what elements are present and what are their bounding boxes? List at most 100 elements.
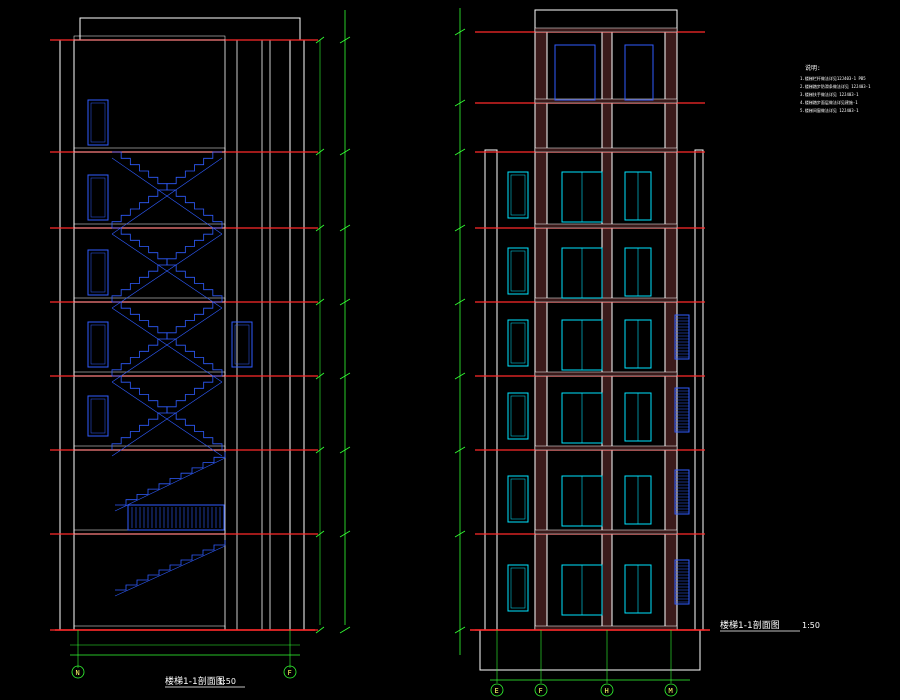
window — [231, 321, 253, 368]
roof-parapet — [79, 17, 301, 41]
floor-slab — [73, 297, 226, 303]
stair-stringer — [111, 381, 223, 457]
floor-slab — [534, 529, 678, 535]
right-window-openings — [507, 44, 654, 616]
stair-flight — [111, 227, 222, 302]
floor-slab — [534, 98, 678, 104]
window-inner — [90, 252, 106, 293]
grid-bubble — [534, 683, 548, 697]
left-dim-ticks — [315, 36, 351, 634]
window-inner — [510, 567, 526, 609]
grid-bubble-f — [283, 665, 297, 679]
rail-strip — [674, 469, 690, 515]
stair-stringer — [111, 233, 223, 309]
rail-strip — [674, 387, 690, 433]
window-inner — [90, 177, 106, 218]
dim-tick — [315, 148, 325, 156]
railing-hatch — [131, 507, 221, 528]
dim-tick — [315, 36, 325, 44]
dim-tick — [315, 224, 325, 232]
window-inner — [90, 102, 106, 143]
left-stair-section: N F 楼梯1-1剖面图 1:50 — [50, 10, 351, 688]
grid-label: M — [669, 687, 673, 695]
dim-tick — [315, 530, 325, 538]
left-window-openings — [87, 99, 253, 437]
floor-slab — [73, 147, 226, 153]
dim-tick — [315, 372, 325, 380]
right-railing-strips — [674, 314, 690, 605]
note-line-5: 5.楼梯间窗做法详见 12J403-1 — [800, 107, 859, 113]
dim-tick — [315, 626, 325, 634]
roof-door — [624, 44, 654, 101]
grid-label: H — [605, 687, 609, 695]
right-section-title: 楼梯1-1剖面图 — [720, 619, 780, 631]
window — [87, 174, 109, 221]
window-inner — [90, 398, 106, 434]
dim-tick — [454, 372, 466, 380]
dim-tick — [339, 224, 351, 232]
dim-tick — [454, 626, 466, 634]
left-wall — [59, 39, 75, 631]
window — [507, 392, 529, 440]
window-inner — [510, 250, 526, 292]
window — [507, 171, 529, 219]
grid-bubble — [600, 683, 614, 697]
note-line-4: 4.楼梯踏步面层做法详见建施-1 — [800, 99, 858, 105]
rail-strip — [674, 559, 690, 605]
stair-stringer — [111, 307, 223, 383]
right-section-scale: 1:50 — [802, 621, 820, 630]
stair-flight — [111, 301, 222, 376]
note-line-2: 2.楼梯踏步防滑条做法详见 12J403-1 — [800, 83, 871, 89]
dim-tick — [454, 28, 466, 36]
floor-slab — [73, 371, 226, 377]
window — [87, 321, 109, 368]
roof-door — [554, 44, 596, 101]
grid-bubble — [664, 683, 678, 697]
window — [507, 475, 529, 523]
stair-flight — [111, 375, 222, 450]
notes-heading: 说明: — [805, 64, 821, 72]
left-section-title: 楼梯1-1剖面图 — [165, 675, 225, 687]
stair-stringer — [114, 545, 226, 597]
stair-stringer — [114, 457, 226, 512]
stair-flight — [115, 452, 226, 506]
right-wall-h — [601, 31, 613, 631]
right-wall — [289, 39, 305, 631]
dim-tick — [454, 99, 466, 107]
window — [507, 319, 529, 367]
dim-tick — [454, 224, 466, 232]
stair-stringer — [111, 157, 223, 235]
left-stair-flights — [111, 151, 226, 597]
stair-flight — [111, 151, 222, 228]
dim-tick — [454, 298, 466, 306]
window — [87, 249, 109, 296]
window-inner — [90, 324, 106, 365]
floor-slab — [534, 445, 678, 451]
window-inner — [510, 395, 526, 437]
grid-label-n: N — [76, 669, 80, 677]
right-floor-lines — [475, 27, 705, 631]
floor-slab — [73, 223, 226, 229]
dim-tick — [339, 298, 351, 306]
foundation — [479, 629, 701, 671]
dim-tick — [454, 446, 466, 454]
dim-tick — [339, 36, 351, 44]
window-inner — [234, 324, 250, 365]
dim-tick — [315, 446, 325, 454]
dim-tick — [315, 298, 325, 306]
right-wall-f — [534, 31, 548, 631]
floor-slab — [534, 27, 678, 33]
shaft-wall — [261, 39, 271, 631]
dim-tick — [339, 626, 351, 634]
rail-strip — [674, 314, 690, 360]
right-dim-ticks — [454, 28, 466, 634]
dim-tick — [454, 530, 466, 538]
window — [507, 564, 529, 612]
grid-label: E — [495, 687, 499, 695]
left-section-scale: 1:50 — [218, 677, 236, 686]
floor-slab — [73, 35, 226, 41]
railing-block — [127, 504, 225, 531]
floor-slab — [534, 147, 678, 153]
window-inner — [510, 322, 526, 364]
